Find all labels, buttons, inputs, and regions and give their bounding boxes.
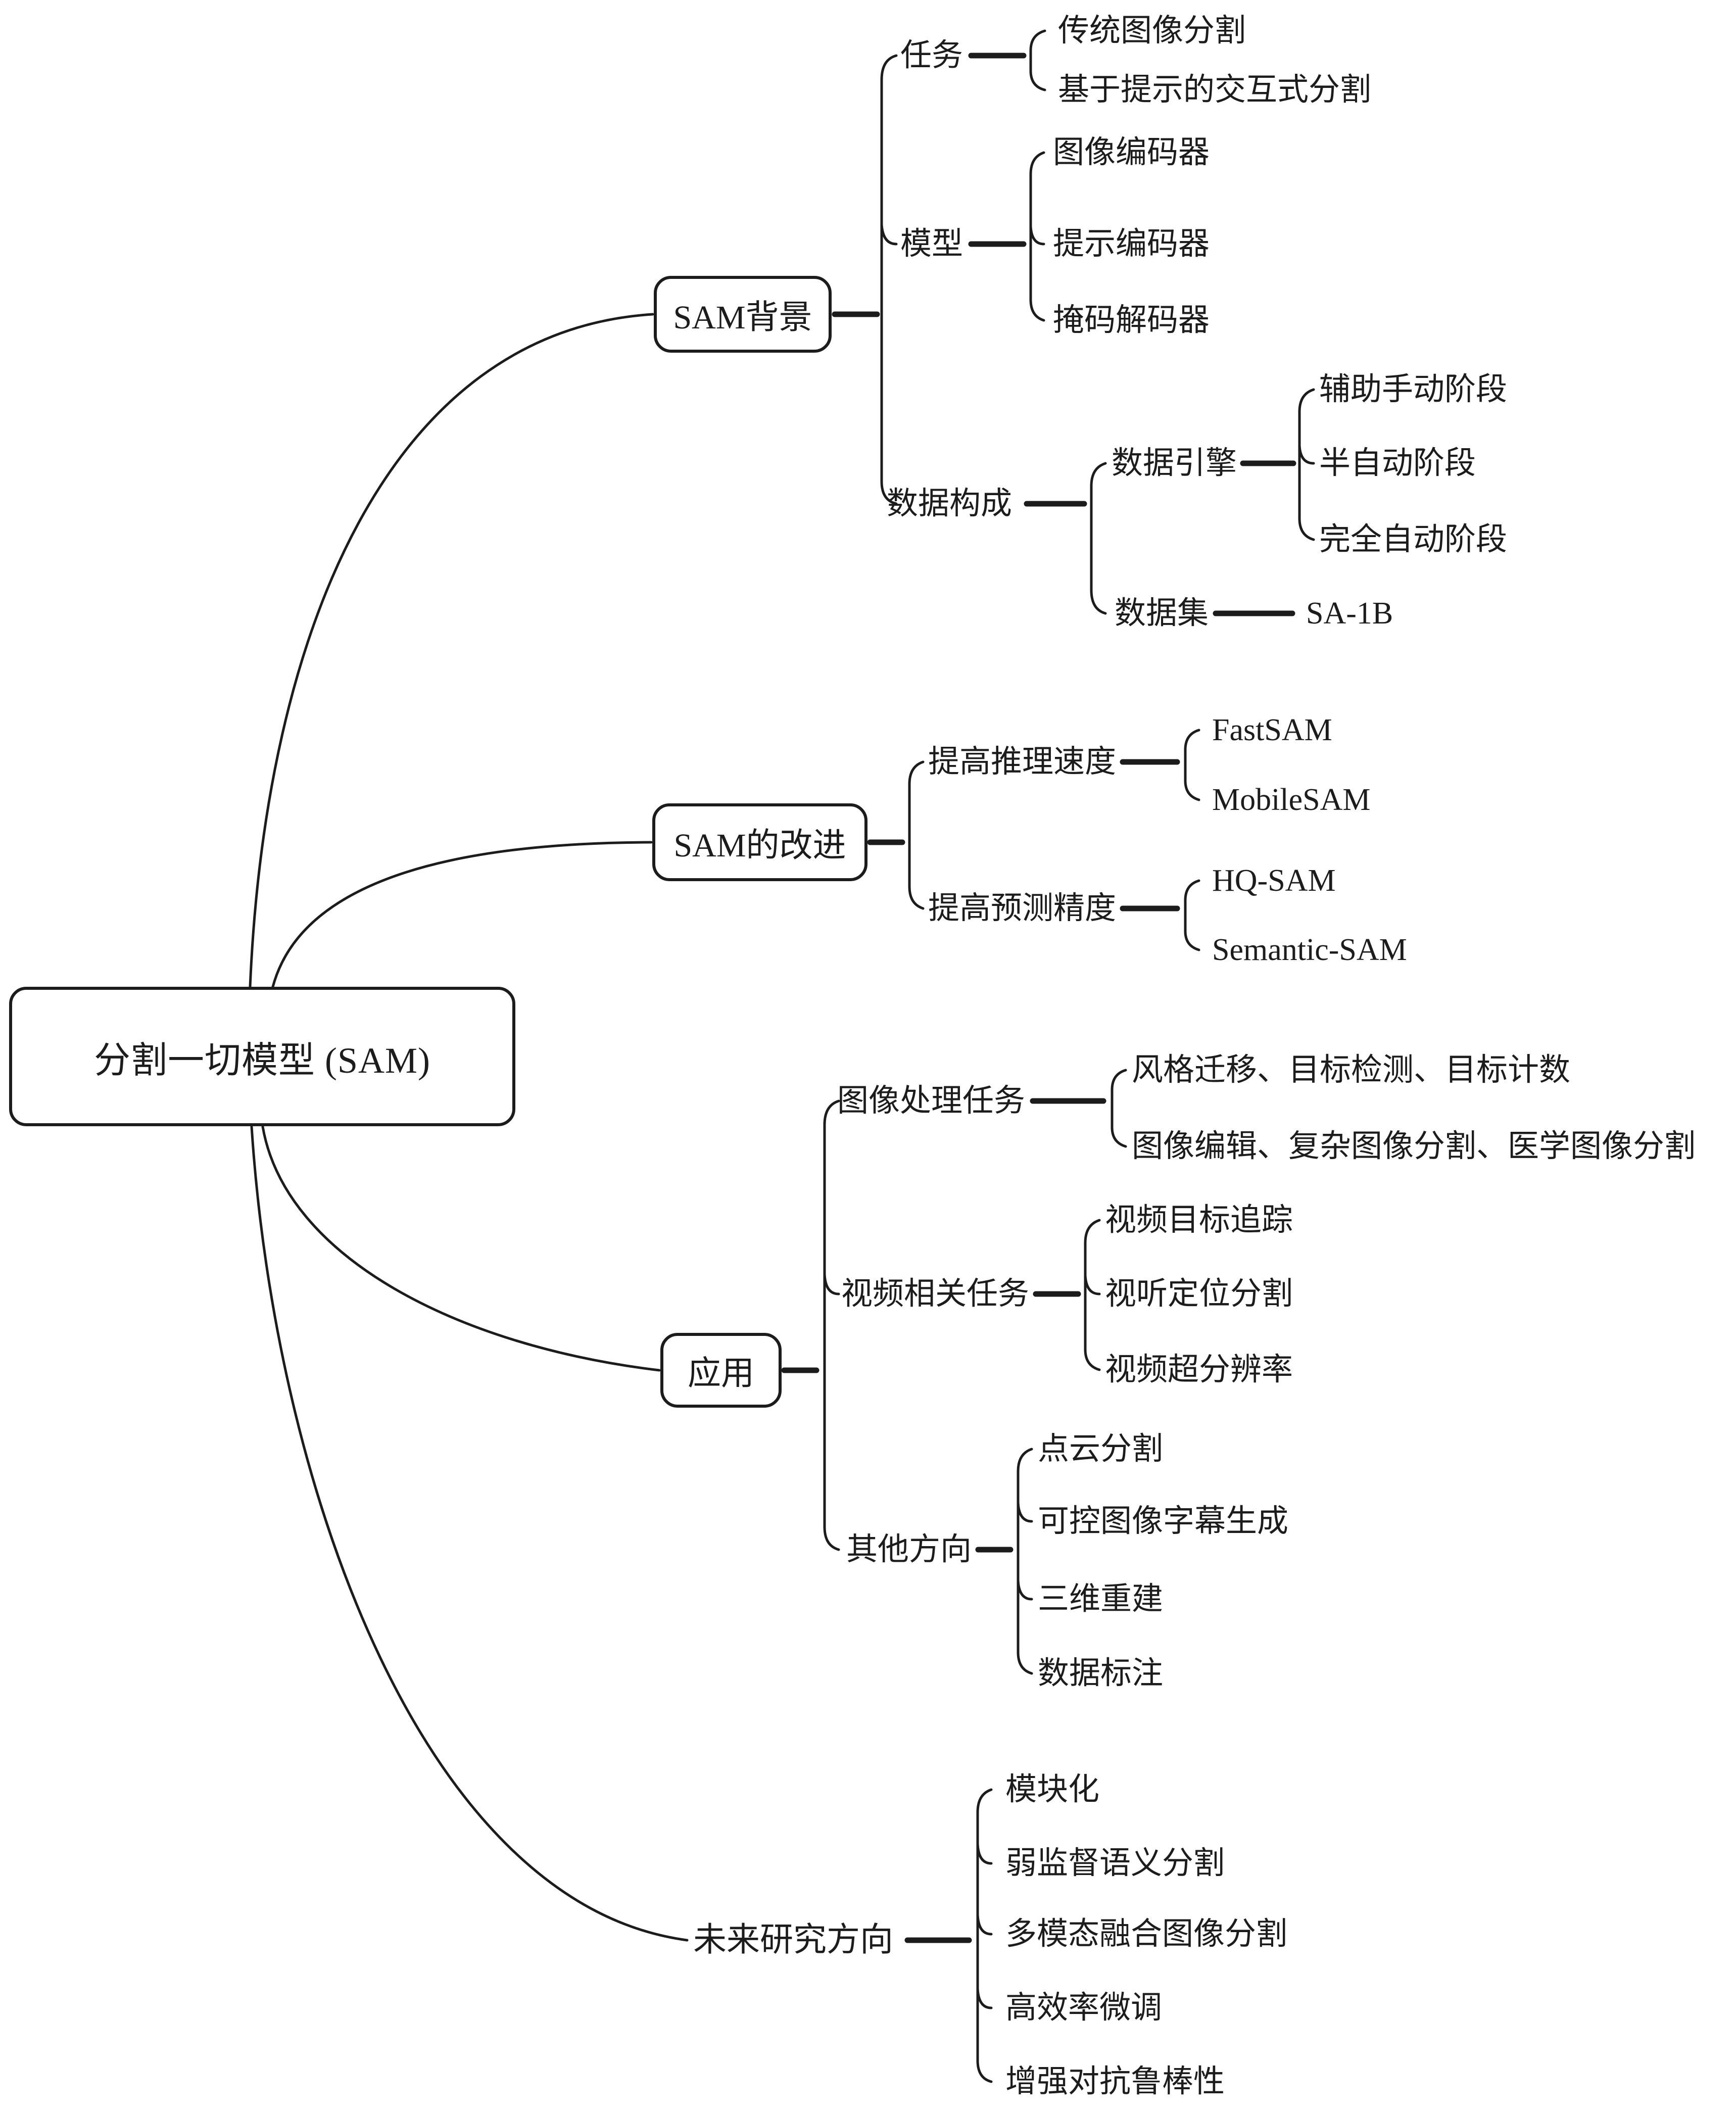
leaf-data-annotation: 数据标注: [1038, 1656, 1164, 1691]
connector-root-application: [261, 1125, 661, 1372]
leaf-multimodal-fusion-segmentation: 多模态融合图像分割: [1005, 1917, 1288, 1951]
node-other-directions: 其他方向: [846, 1532, 972, 1567]
leaf-weakly-supervised-semantic-segmentation: 弱监督语义分割: [1005, 1846, 1225, 1881]
brace-data-composition: [1090, 462, 1107, 615]
node-sam-improvement: SAM的改进: [652, 803, 867, 881]
brace-image-tasks: [1111, 1069, 1127, 1148]
brace-task: [1029, 29, 1046, 91]
brace-stub-multimodal: [976, 1913, 993, 1936]
leaf-controllable-image-captioning: 可控图像字幕生成: [1038, 1504, 1289, 1539]
leaf-semantic-sam: Semantic-SAM: [1212, 933, 1407, 967]
brace-other-directions: [1017, 1448, 1033, 1675]
leaf-audio-visual-localization-segmentation: 视听定位分割: [1105, 1277, 1293, 1311]
leaf-fastsam: FastSAM: [1212, 713, 1332, 747]
node-task: 任务: [900, 38, 963, 73]
brace-model: [1029, 151, 1045, 322]
leaf-mask-decoder: 掩码解码器: [1053, 303, 1210, 338]
leaf-editing-complex-medical-segmentation: 图像编辑、复杂图像分割、医学图像分割: [1132, 1129, 1696, 1164]
leaf-image-encoder: 图像编码器: [1053, 135, 1210, 170]
brace-stub-caption: [1017, 1501, 1033, 1523]
leaf-style-transfer-detection-counting: 风格迁移、目标检测、目标计数: [1132, 1053, 1571, 1087]
brace-future: [976, 1788, 993, 2083]
node-root: 分割一切模型 (SAM): [9, 987, 515, 1126]
leaf-hq-sam: HQ-SAM: [1212, 863, 1336, 898]
leaf-traditional-segmentation: 传统图像分割: [1058, 14, 1246, 48]
connector-root-sam-background: [249, 313, 654, 988]
brace-video-tasks: [1084, 1219, 1101, 1371]
node-data-engine: 数据引擎: [1112, 446, 1237, 481]
connector-root-future: [250, 1125, 689, 1942]
node-improve-prediction-accuracy: 提高预测精度: [928, 891, 1117, 926]
brace-stub-model: [880, 223, 898, 246]
node-future-directions: 未来研究方向: [693, 1922, 893, 1958]
node-improve-inference-speed: 提高推理速度: [928, 745, 1117, 779]
brace-accuracy: [1184, 879, 1200, 951]
leaf-semi-automatic-stage: 半自动阶段: [1319, 446, 1476, 481]
brace-data-engine: [1298, 388, 1315, 541]
brace-stub-av-seg: [1084, 1274, 1101, 1295]
leaf-3d-reconstruction: 三维重建: [1038, 1582, 1164, 1616]
leaf-video-super-resolution: 视频超分辨率: [1105, 1353, 1293, 1387]
leaf-prompt-interactive-segmentation: 基于提示的交互式分割: [1058, 73, 1372, 107]
brace-application: [823, 1099, 840, 1551]
brace-sam-background: [880, 54, 898, 505]
node-application: 应用: [660, 1333, 782, 1408]
brace-stub-finetune: [976, 1987, 993, 2009]
leaf-sa-1b: SA-1B: [1306, 596, 1393, 631]
brace-speed: [1184, 729, 1200, 801]
brace-sam-improvement: [908, 760, 925, 910]
leaf-modularization: 模块化: [1005, 1772, 1100, 1807]
node-video-related-tasks: 视频相关任务: [841, 1277, 1030, 1311]
node-data-composition: 数据构成: [887, 487, 1012, 521]
node-model: 模型: [900, 227, 963, 261]
brace-stub-3d: [1017, 1579, 1033, 1601]
leaf-point-cloud-segmentation: 点云分割: [1038, 1432, 1164, 1466]
node-image-processing-tasks: 图像处理任务: [837, 1084, 1026, 1118]
node-sam-background: SAM背景: [654, 276, 832, 353]
leaf-video-object-tracking: 视频目标追踪: [1105, 1203, 1293, 1237]
leaf-enhanced-adversarial-robustness: 增强对抗鲁棒性: [1005, 2065, 1225, 2099]
leaf-assisted-manual-stage: 辅助手动阶段: [1319, 372, 1508, 407]
brace-stub-video-tasks: [823, 1273, 840, 1295]
leaf-efficient-finetuning: 高效率微调: [1005, 1991, 1163, 2025]
brace-stub-weak-supervision: [976, 1843, 993, 1865]
connector-root-sam-improvement: [271, 841, 653, 988]
leaf-fully-automatic-stage: 完全自动阶段: [1319, 522, 1508, 557]
node-dataset: 数据集: [1115, 596, 1209, 631]
leaf-mobilesam: MobileSAM: [1212, 783, 1371, 817]
brace-stub-semiauto: [1298, 444, 1315, 465]
brace-stub-prompt-encoder: [1029, 225, 1045, 246]
leaf-prompt-encoder: 提示编码器: [1053, 227, 1210, 261]
